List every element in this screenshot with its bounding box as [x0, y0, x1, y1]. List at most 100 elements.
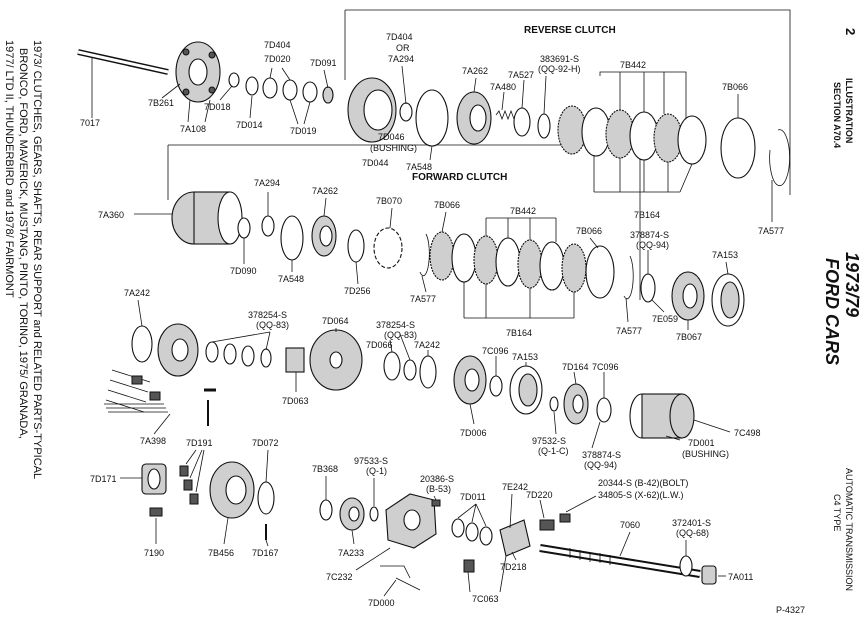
leader-7b070 [389, 207, 393, 229]
sun-gear-7d063 [285, 347, 305, 373]
leader-7a262 [473, 77, 477, 93]
output-shaft-highlight [539, 546, 701, 576]
callout-7d171: 7D171 [90, 474, 117, 484]
callout-7d014: 7D014 [236, 120, 263, 130]
callout-97532: 97532-S [532, 436, 566, 446]
forward-plate-1 [429, 231, 455, 281]
washer-378254 [403, 359, 417, 381]
callout-7d006: 7D006 [460, 428, 487, 438]
leader-7a294 [401, 65, 407, 105]
seal-7d011-a [451, 518, 465, 538]
leader-7d167 [265, 539, 269, 547]
snap-ring-7a294-fwd [261, 215, 275, 237]
leader-7a262-fwd [323, 197, 327, 217]
callout-7d191: 7D191 [186, 438, 213, 448]
callout-97533-q1: (Q-1) [366, 466, 387, 476]
callout-7c063: 7C063 [472, 594, 499, 604]
callout-7a294-fwd: 7A294 [254, 178, 280, 188]
callout-20344: 20344-S (B-42)(BOLT) [598, 478, 688, 488]
gear-7a233-bore [348, 506, 360, 522]
callout-97533: 97533-S [354, 456, 388, 466]
callout-7a153: 7A153 [712, 250, 738, 260]
reverse-plate-6 [677, 115, 707, 165]
callout-378254-b: 378254-S [376, 320, 415, 330]
callout-7b164-fwd: 7B164 [506, 328, 532, 338]
leader-7c498 [693, 419, 731, 433]
leader-7d000 [383, 579, 397, 597]
callout-7a233: 7A233 [338, 548, 364, 558]
callout-7d404-b: 7D404 [386, 32, 413, 42]
forward-plate-4 [495, 237, 521, 287]
callout-7d404: 7D404 [264, 40, 291, 50]
callout-7a360: 7A360 [98, 210, 124, 220]
washer-7b368 [319, 499, 333, 521]
callout-7e059: 7E059 [652, 314, 678, 324]
leader-7d006 [469, 403, 475, 425]
callout-7a262: 7A262 [462, 66, 488, 76]
callout-7d063: 7D063 [282, 396, 309, 406]
leader-7d072 [265, 449, 269, 483]
row-2-labels: 7A360 7A294 7D090 7A548 7A262 7B070 7D25… [98, 178, 738, 342]
hub-bolt-1 [182, 48, 190, 56]
snap-ring-7a294 [399, 102, 413, 122]
reverse-clutch-bracket [345, 9, 791, 195]
callout-7a527: 7A527 [508, 70, 534, 80]
hub-7b067-bore [682, 283, 698, 309]
callout-7c096-a: 7C096 [482, 346, 509, 356]
spring-7b070 [373, 227, 403, 269]
row-4-leaders [120, 449, 726, 597]
ring-7d019 [302, 81, 318, 103]
input-shell-bore [329, 351, 343, 369]
roller-2 [183, 479, 193, 491]
leader-7d001 [665, 435, 681, 441]
ring-7a242-b [419, 355, 437, 389]
row-1-leaders [91, 58, 773, 222]
leader-7c232 [355, 547, 391, 571]
callout-7d018: 7D018 [204, 102, 231, 112]
section-label-line-1: ILLUSTRATION [844, 78, 854, 143]
callout-7b164: 7B164 [634, 210, 660, 220]
callout-7d046-bushing: (BUSHING) [370, 143, 417, 153]
piston-7a548 [415, 89, 449, 147]
thrust-washer-7e059 [640, 273, 656, 303]
reverse-plate-4 [629, 111, 659, 161]
callout-7b066: 7B066 [722, 82, 748, 92]
callout-7d164: 7D164 [562, 362, 589, 372]
transmission-label-line-2: C4 TYPE [832, 494, 842, 531]
callout-7d091: 7D091 [310, 58, 337, 68]
callout-7a548-fwd: 7A548 [278, 274, 304, 284]
carrier-gear-1 [131, 375, 143, 385]
row-1-parts [77, 41, 791, 187]
roller-3 [189, 493, 199, 505]
callout-7a011: 7A011 [728, 572, 753, 582]
snap-ring-383691 [537, 113, 551, 139]
callout-7e242: 7E242 [502, 482, 528, 492]
snap-ring-7a577-fwd-b [623, 255, 634, 300]
forward-clutch-cylinder-face [217, 191, 243, 245]
row-3-labels: 7A242 378254-S (QQ-83) 7D064 378254-S (Q… [124, 288, 761, 470]
carrier-gear-2 [149, 391, 161, 401]
leader-7d164 [573, 371, 577, 385]
snap-ring-7a577 [769, 129, 791, 187]
callout-7a262-fwd: 7A262 [312, 186, 338, 196]
brand-years: 1973/79 [842, 252, 862, 317]
callout-7b067: 7B067 [676, 332, 702, 342]
leader-7e059 [651, 299, 665, 313]
washer-row3-2 [223, 343, 237, 365]
callout-7b456: 7B456 [208, 548, 234, 558]
input-shaft-highlight [77, 50, 169, 74]
forward-plate-7 [561, 243, 587, 293]
section-label-line-2: SECTION A70.4 [832, 82, 842, 148]
callout-7d011: 7D011 [460, 492, 486, 502]
disc-7d256 [347, 229, 365, 263]
callout-7d020: 7D020 [264, 54, 291, 64]
forward-clutch-heading: FORWARD CLUTCH [412, 172, 507, 183]
spring-7190 [149, 507, 163, 517]
ring-7d091 [322, 86, 334, 104]
governor-7d220 [539, 519, 555, 531]
page-number: 2 [843, 28, 858, 35]
leader-7d014 [249, 95, 253, 119]
left-title-line-1: 1973/ CLUTCHES, GEARS, SHAFTS, REAR SUPP… [31, 40, 43, 479]
reverse-clutch-drum-bore [363, 89, 393, 131]
